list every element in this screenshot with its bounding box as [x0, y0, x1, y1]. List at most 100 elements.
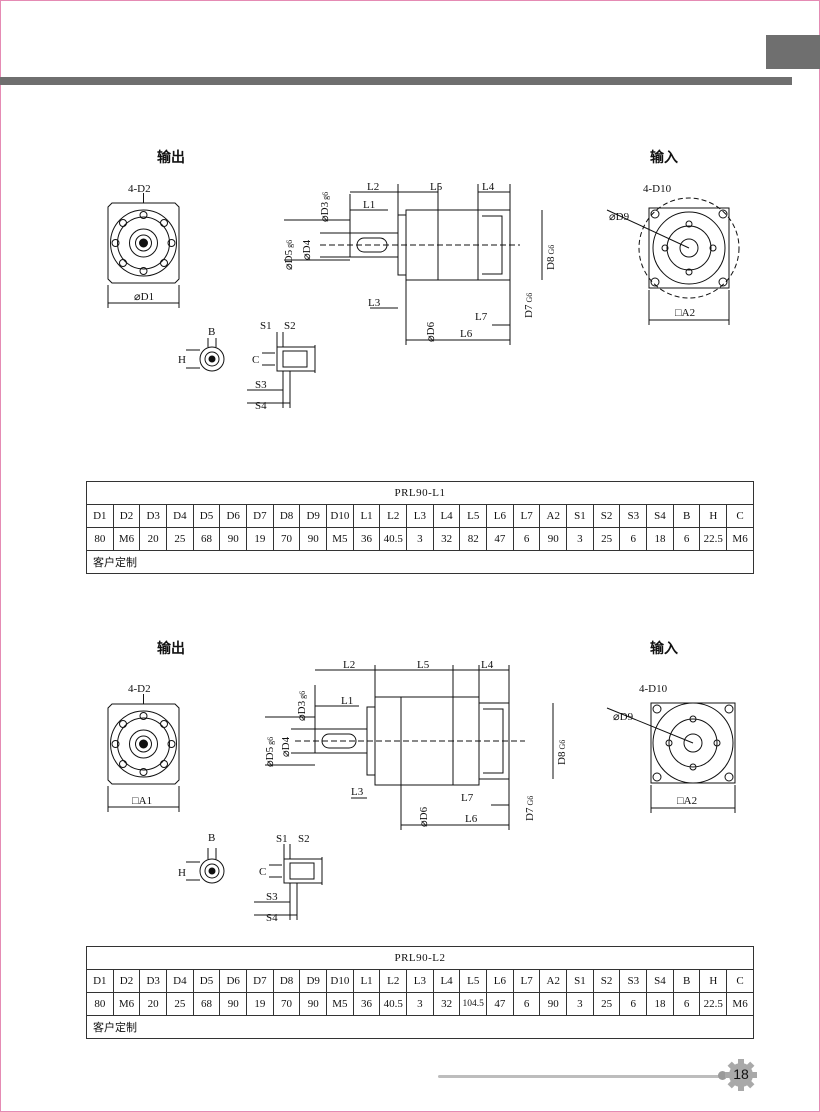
dim-l3: L3: [368, 297, 381, 309]
dim-d8: D8G6: [545, 245, 557, 270]
table-cell: 68: [192, 527, 221, 551]
table-header: L6: [486, 969, 514, 993]
table-header: A2: [539, 969, 568, 993]
table-cell: 25: [166, 992, 194, 1016]
table-header: L1: [352, 504, 381, 528]
dim-s4: S4: [255, 400, 267, 412]
table-cell: 22.5: [699, 527, 728, 551]
custom-note: 客户定制: [86, 550, 754, 574]
side-view: L2 L1 L5 L4 L3 L7 L6 ⌀D3g6 ⌀D5g6 ⌀D4 ⌀D6…: [283, 181, 557, 345]
table-header: D6: [219, 969, 248, 993]
dim-s3: S3: [266, 891, 278, 903]
table-cell: 90: [539, 992, 568, 1016]
table-header: S2: [592, 504, 621, 528]
dim-d6: ⌀D6: [418, 806, 430, 827]
table-header: D4: [166, 969, 194, 993]
table-header: S4: [646, 504, 674, 528]
table-cell: 6: [619, 527, 648, 551]
dim-h: H: [178, 354, 186, 366]
table-header: S3: [619, 969, 648, 993]
dim-d6: ⌀D6: [425, 321, 437, 342]
table-cell: 90: [219, 527, 248, 551]
dim-s4: S4: [266, 912, 278, 924]
dim-l7: L7: [461, 792, 474, 804]
footer-dot: [718, 1071, 727, 1080]
table-cell: 80: [86, 992, 114, 1016]
table-cell: 25: [592, 527, 621, 551]
dim-l3: L3: [351, 786, 364, 798]
input-label: 输入: [650, 641, 678, 657]
input-flange-view: 4-D10 ⌀D9 □A2: [606, 183, 740, 325]
table-cell: 6: [512, 992, 541, 1016]
gear-icon: [725, 1059, 757, 1091]
output-label: 输出: [157, 150, 185, 166]
table-cell: 6: [672, 992, 701, 1016]
dim-d3: ⌀D3g6: [296, 691, 308, 721]
dim-4-d10: 4-D10: [643, 183, 672, 195]
dim-l4: L4: [482, 181, 495, 193]
table-cell: 82: [459, 527, 488, 551]
table-header: S3: [619, 504, 648, 528]
custom-note: 客户定制: [86, 1015, 754, 1039]
dim-a2: □A2: [677, 795, 697, 807]
table-header: L3: [406, 504, 434, 528]
table-header: C: [726, 969, 754, 993]
dim-b: B: [208, 326, 215, 338]
table-cell: 3: [566, 992, 594, 1016]
table-cell: 6: [672, 527, 701, 551]
dim-l5: L5: [430, 181, 443, 193]
spec-table-2: PRL90-L2 D1 D2 D3 D4 D5 D6 D7 D8 D9 D10 …: [86, 946, 754, 1039]
table-cell: 90: [299, 992, 328, 1016]
table-cell: 32: [432, 992, 461, 1016]
table-header: L1: [352, 969, 381, 993]
input-label: 输入: [650, 150, 678, 166]
table-header: D5: [192, 504, 221, 528]
table-header: L3: [406, 969, 434, 993]
table-cell: 40.5: [379, 992, 408, 1016]
dim-s1: S1: [260, 320, 272, 332]
table-header: L7: [512, 504, 541, 528]
header-tab: [766, 35, 820, 69]
table-header: D7: [246, 969, 274, 993]
dim-d7: D7G6: [524, 796, 536, 821]
dim-d8: D8G6: [556, 740, 568, 765]
table-header: B: [672, 504, 701, 528]
table-cell: 32: [432, 527, 461, 551]
table-header: D10: [326, 969, 354, 993]
page-number: 18: [733, 1066, 749, 1082]
table-cell: 19: [246, 527, 274, 551]
table-header: D3: [139, 504, 168, 528]
table-cell: 104.5: [459, 992, 488, 1016]
table-cell: M5: [326, 527, 354, 551]
dim-d7: D7G6: [523, 293, 535, 318]
table-cell: 22.5: [699, 992, 728, 1016]
output-label: 输出: [157, 641, 185, 657]
table-header: D2: [112, 969, 141, 993]
table-row: 80 M6 20 25 68 90 19 70 90 M5 36 40.5 3 …: [86, 527, 754, 551]
dim-l1: L1: [363, 199, 375, 211]
spec-table-1: PRL90-L1 D1 D2 D3 D4 D5 D6 D7 D8 D9 D10 …: [86, 481, 754, 574]
table-header: S2: [592, 969, 621, 993]
dim-l6: L6: [460, 328, 473, 340]
table-cell: 3: [406, 992, 434, 1016]
dim-b: B: [208, 832, 215, 844]
table-header: L5: [459, 504, 488, 528]
table-cell: 90: [539, 527, 568, 551]
dim-l7: L7: [475, 311, 488, 323]
table-title: PRL90-L2: [86, 946, 754, 970]
dim-d5: ⌀D5g6: [283, 240, 295, 270]
table-row: 80 M6 20 25 68 90 19 70 90 M5 36 40.5 3 …: [86, 992, 754, 1016]
table-cell: M6: [112, 527, 141, 551]
dim-4-d2: 4-D2: [128, 683, 151, 695]
dim-d4: ⌀D4: [301, 239, 313, 260]
input-flange-view: 4-D10 ⌀D9 □A2: [606, 683, 736, 813]
table-cell: 18: [646, 992, 674, 1016]
table-header: L6: [486, 504, 514, 528]
table-header: L4: [432, 504, 461, 528]
dim-c: C: [259, 866, 266, 878]
table-header: A2: [539, 504, 568, 528]
table-cell: M5: [326, 992, 354, 1016]
table-cell: 25: [166, 527, 194, 551]
table-cell: 36: [352, 992, 381, 1016]
table-header: D1: [86, 969, 114, 993]
